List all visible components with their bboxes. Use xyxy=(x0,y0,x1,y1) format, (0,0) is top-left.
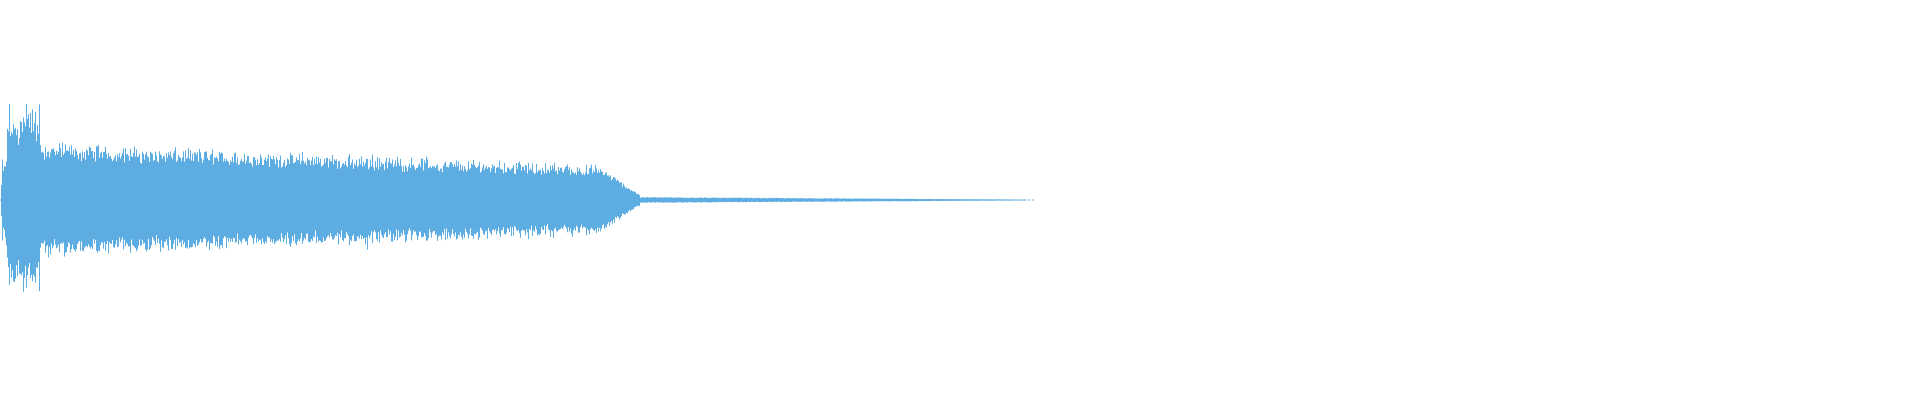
waveform-amplitude-path xyxy=(1,104,1027,292)
waveform-samples xyxy=(1,104,1027,292)
